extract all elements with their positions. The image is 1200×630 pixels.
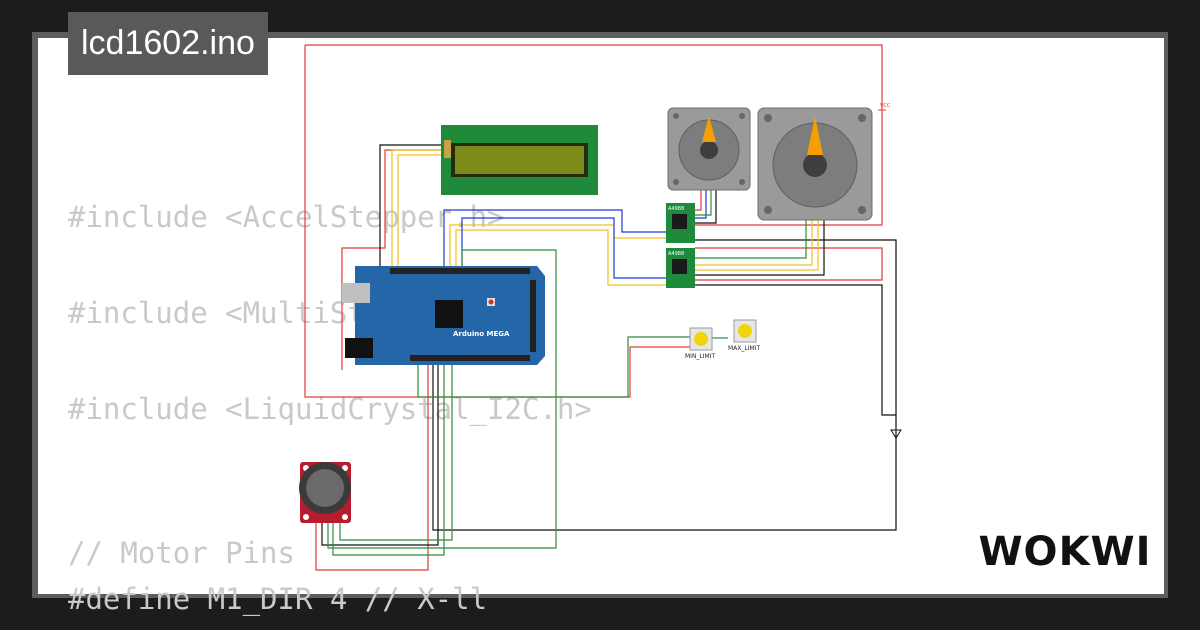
wire-black[interactable] [695,190,717,224]
wire-yellow[interactable] [455,229,666,286]
arduino-mega[interactable]: Arduino MEGA [342,266,545,365]
wire-blue[interactable] [695,190,707,219]
driver-label: A4988 [668,251,684,257]
vcc-label: VCC [880,103,891,109]
circuit-diagram: VCC [299,44,902,571]
wire-black[interactable] [379,144,897,531]
driver-label: A4988 [668,206,684,212]
wire-green[interactable] [339,365,453,541]
wire-green[interactable] [695,190,712,216]
code-line-5: #define M1_DIR 4 // X-ll [68,582,488,616]
wire-yellow[interactable] [397,154,441,272]
wire-yellow[interactable] [695,220,819,271]
wire-green[interactable] [417,336,690,398]
simulation-canvas[interactable]: #include <AccelStepper.h> #include <Mult… [38,38,1164,616]
code-line-4: // Motor Pins [68,536,295,570]
wire-red[interactable] [315,365,429,571]
vcc-symbol: VCC [878,103,891,111]
wire-red[interactable] [304,45,690,398]
wire-black[interactable] [695,220,825,276]
wire-green[interactable] [327,249,557,549]
stepper-motor-2[interactable] [757,107,873,221]
min-limit-label: MIN_LIMIT [685,353,715,360]
wire-red[interactable] [305,44,883,226]
lcd1602-display[interactable] [441,125,598,195]
stepper-motor-1[interactable] [667,107,751,191]
motor-needle [702,116,716,142]
wire-blue[interactable] [461,217,666,279]
min-limit-button[interactable]: MIN_LIMIT [685,327,715,360]
wokwi-logo: WOKWI [975,525,1155,579]
wires [304,44,897,571]
wire-yellow[interactable] [391,149,441,272]
motor-needle [807,116,823,155]
wire-yellow[interactable] [695,220,813,266]
code-line-3: #include <LiquidCrystal_I2C.h> [68,392,592,426]
wire-black[interactable] [321,365,439,546]
wire-red[interactable] [695,190,702,211]
wire-green[interactable] [695,220,807,259]
ground-symbol [890,429,902,439]
joystick-module[interactable] [299,462,351,523]
a4988-driver-2[interactable]: A4988 [666,248,695,288]
arduino-label: Arduino MEGA [453,330,510,338]
code-line-1: #include <AccelStepper.h> [68,200,505,234]
sketch-title-tab[interactable]: lcd1602.ino [68,12,268,75]
max-limit-button[interactable]: MAX_LIMIT [728,319,760,352]
a4988-driver-1[interactable]: A4988 [666,203,695,243]
wire-blue[interactable] [443,209,666,272]
wire-red[interactable] [695,247,883,281]
wire-green[interactable] [332,365,445,556]
wire-black[interactable] [695,284,896,416]
max-limit-label: MAX_LIMIT [728,345,760,352]
